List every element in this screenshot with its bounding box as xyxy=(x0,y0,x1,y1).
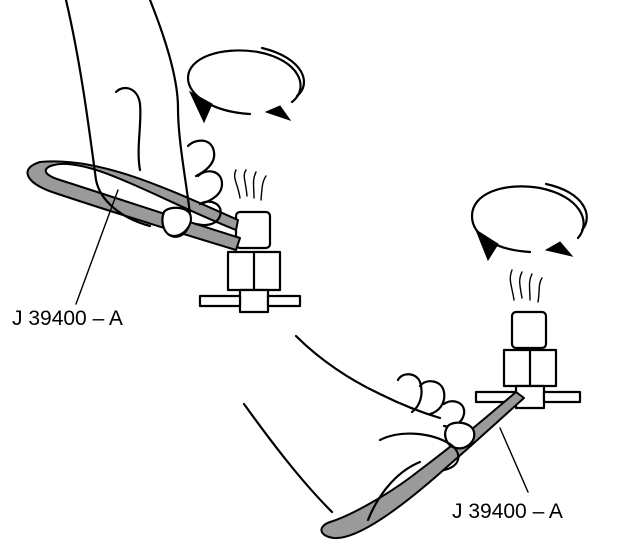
hand-upper xyxy=(64,0,224,238)
leader-line-upper xyxy=(75,189,119,305)
strap-wrench-upper xyxy=(26,160,241,251)
sensor-lower xyxy=(474,269,582,410)
lower-scene xyxy=(242,182,588,540)
tool-number-callout-lower: J 39400 – A xyxy=(452,500,563,523)
sensor-upper xyxy=(198,169,302,314)
hand-lower xyxy=(242,334,476,522)
upper-scene xyxy=(26,0,306,314)
rotation-arrow-icon xyxy=(186,46,306,124)
leader-line-lower xyxy=(499,427,529,493)
tool-number-callout-upper: J 39400 – A xyxy=(12,307,123,330)
rotation-arrow-icon xyxy=(470,182,588,262)
